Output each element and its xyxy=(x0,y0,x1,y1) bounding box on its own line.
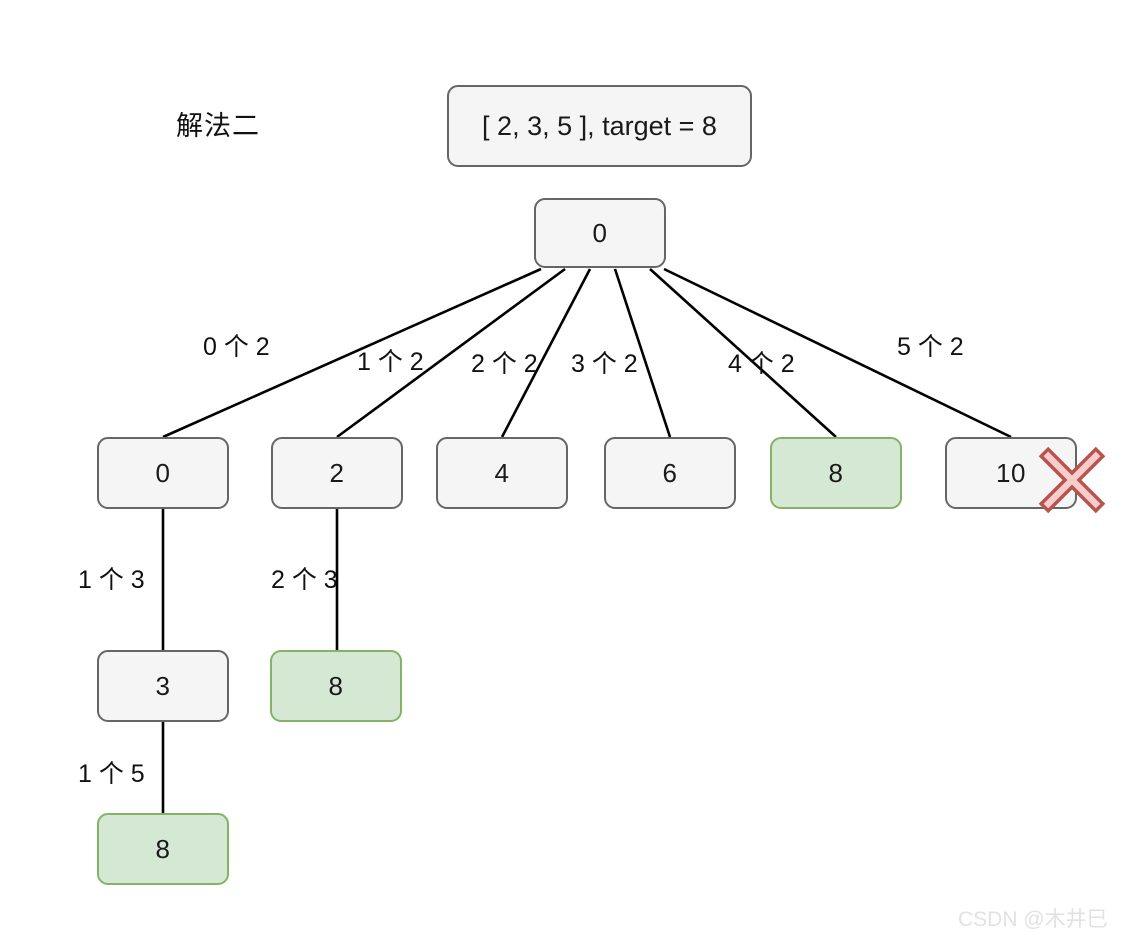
tree-node[interactable]: 0 xyxy=(534,198,666,268)
edge-label: 1 个 2 xyxy=(357,348,424,376)
edge-label: 3 个 2 xyxy=(571,350,638,378)
edge-label: 0 个 2 xyxy=(203,333,270,361)
tree-node[interactable]: 8 xyxy=(97,813,229,885)
tree-node[interactable]: 6 xyxy=(604,437,736,509)
tree-node[interactable]: 10 xyxy=(945,437,1077,509)
edge-label: 1 个 3 xyxy=(78,566,145,594)
edge-label: 5 个 2 xyxy=(897,333,964,361)
tree-edge xyxy=(613,268,672,438)
edge-label: 2 个 3 xyxy=(271,566,338,594)
input-info-box: [ 2, 3, 5 ], target = 8 xyxy=(447,85,752,167)
page-title: 解法二 xyxy=(176,111,260,141)
tree-edge xyxy=(663,267,1012,439)
tree-node[interactable]: 8 xyxy=(770,437,902,509)
tree-edge xyxy=(649,268,837,438)
tree-node[interactable]: 8 xyxy=(270,650,402,722)
tree-edge xyxy=(162,267,542,439)
tree-node[interactable]: 0 xyxy=(97,437,229,509)
watermark: CSDN @木井巳 xyxy=(958,908,1108,931)
tree-node[interactable]: 2 xyxy=(271,437,403,509)
edge-label: 1 个 5 xyxy=(78,760,145,788)
edge-label: 2 个 2 xyxy=(471,350,538,378)
tree-node[interactable]: 4 xyxy=(436,437,568,509)
tree-edge xyxy=(500,268,592,438)
tree-node[interactable]: 3 xyxy=(97,650,229,722)
edge-label: 4 个 2 xyxy=(728,350,795,378)
tree-edge xyxy=(336,267,566,439)
